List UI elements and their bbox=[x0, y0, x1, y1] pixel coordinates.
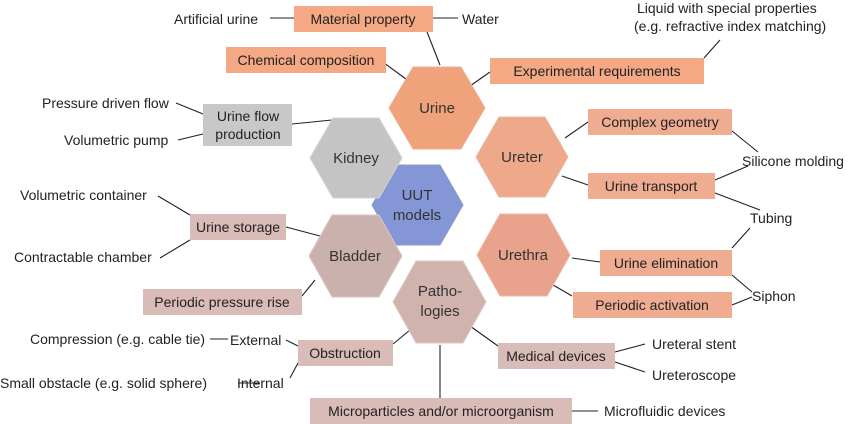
center-hex: UUT models bbox=[371, 164, 464, 246]
microfluidic-devices-text: Microfluidic devices bbox=[604, 403, 725, 419]
ureteral-stent-text: Ureteral stent bbox=[652, 336, 736, 352]
water-text: Water bbox=[462, 11, 499, 27]
ureteroscope-text: Ureteroscope bbox=[652, 367, 736, 383]
pressure-driven-flow-text: Pressure driven flow bbox=[42, 95, 170, 111]
center-label-line1: UUT bbox=[402, 187, 433, 204]
bladder-hex: Bladder bbox=[308, 214, 403, 298]
urine-flow-box: Urine flow production bbox=[203, 104, 292, 146]
medical-devices-box: Medical devices bbox=[498, 343, 615, 369]
kidney-label: Kidney bbox=[333, 150, 379, 167]
urethra-hex: Urethra bbox=[476, 213, 571, 297]
urine-flow-label-line2: production bbox=[215, 126, 280, 142]
chemical-composition-label: Chemical composition bbox=[238, 52, 375, 68]
tubing-text: Tubing bbox=[750, 210, 792, 226]
experimental-requirements-label: Experimental requirements bbox=[513, 63, 680, 79]
kidney-hex: Kidney bbox=[309, 117, 403, 199]
liquid-special-text-line1: Liquid with special properties bbox=[637, 0, 817, 16]
urine-hex: Urine bbox=[388, 66, 486, 150]
external-text: External bbox=[230, 332, 281, 348]
compression-text: Compression (e.g. cable tie) bbox=[30, 331, 205, 347]
silicone-molding-text: Silicone molding bbox=[742, 153, 844, 169]
volumetric-container-text: Volumetric container bbox=[20, 187, 147, 203]
chemical-composition-box: Chemical composition bbox=[226, 47, 386, 73]
connectors bbox=[157, 17, 761, 412]
internal-text: Internal bbox=[237, 375, 284, 391]
volumetric-pump-text: Volumetric pump bbox=[64, 132, 168, 148]
experimental-requirements-box: Experimental requirements bbox=[490, 58, 704, 84]
urethra-label: Urethra bbox=[498, 247, 549, 264]
pathologies-label-line1: Patho- bbox=[418, 283, 462, 300]
urine-elimination-label: Urine elimination bbox=[614, 255, 718, 271]
liquid-special-text-line2: (e.g. refractive index matching) bbox=[634, 18, 826, 34]
pathologies-label-line2: logies bbox=[420, 303, 459, 320]
microparticles-label: Microparticles and/or microorganism bbox=[328, 403, 554, 419]
urine-flow-label-line1: Urine flow bbox=[217, 108, 280, 124]
urine-transport-label: Urine transport bbox=[605, 178, 698, 194]
ureter-label: Ureter bbox=[501, 149, 543, 166]
artificial-urine-text: Artificial urine bbox=[174, 11, 258, 27]
urine-storage-box: Urine storage bbox=[190, 214, 286, 240]
ureter-hex: Ureter bbox=[475, 116, 569, 198]
obstruction-label: Obstruction bbox=[309, 345, 381, 361]
material-property-label: Material property bbox=[310, 11, 415, 27]
medical-devices-label: Medical devices bbox=[506, 348, 606, 364]
periodic-activation-box: Periodic activation bbox=[573, 292, 732, 318]
complex-geometry-box: Complex geometry bbox=[588, 109, 732, 135]
siphon-text: Siphon bbox=[752, 288, 796, 304]
obstruction-box: Obstruction bbox=[298, 340, 393, 366]
periodic-activation-label: Periodic activation bbox=[595, 297, 709, 313]
urine-elimination-box: Urine elimination bbox=[600, 250, 732, 276]
microparticles-box: Microparticles and/or microorganism bbox=[310, 398, 572, 424]
urine-label: Urine bbox=[419, 100, 455, 117]
periodic-pressure-rise-label: Periodic pressure rise bbox=[154, 294, 290, 310]
material-property-box: Material property bbox=[294, 6, 433, 32]
pathologies-hex: Patho- logies bbox=[392, 260, 487, 344]
periodic-pressure-rise-box: Periodic pressure rise bbox=[143, 289, 302, 315]
urine-transport-box: Urine transport bbox=[588, 173, 715, 199]
urine-storage-label: Urine storage bbox=[196, 219, 280, 235]
small-obstacle-text: Small obstacle (e.g. solid sphere) bbox=[0, 375, 207, 391]
complex-geometry-label: Complex geometry bbox=[601, 114, 719, 130]
contractable-chamber-text: Contractable chamber bbox=[14, 249, 152, 265]
bladder-label: Bladder bbox=[329, 248, 381, 265]
center-label-line2: models bbox=[393, 207, 441, 224]
